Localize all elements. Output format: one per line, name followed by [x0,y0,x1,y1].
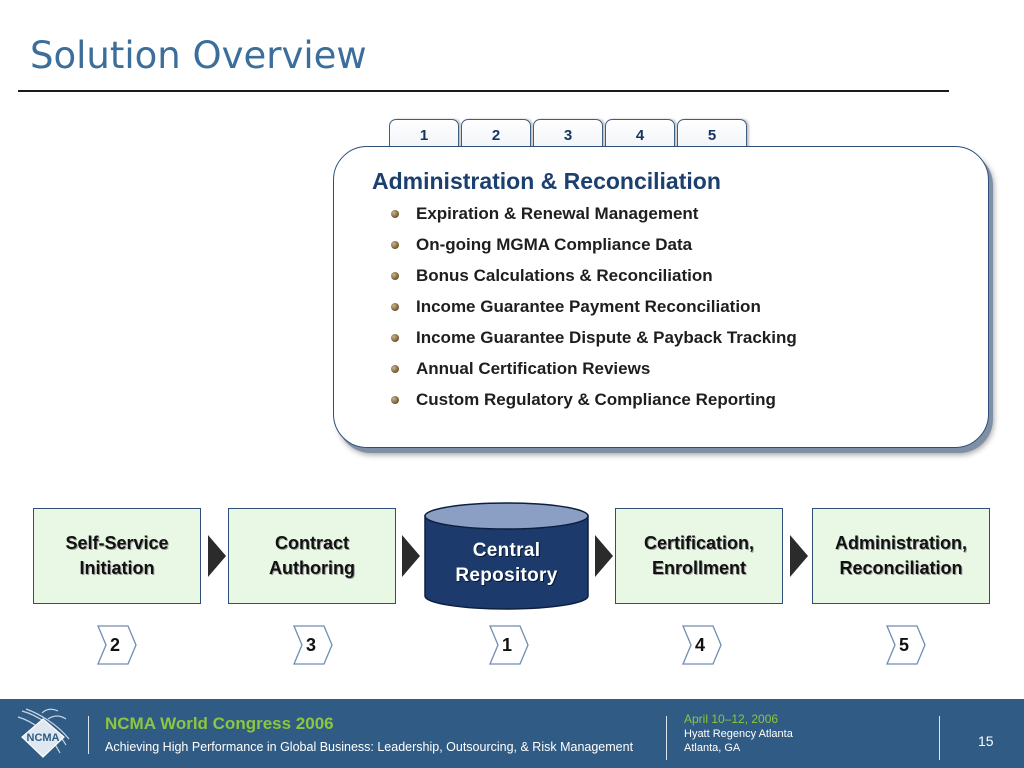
list-item: Income Guarantee Payment Reconciliation [390,295,797,326]
detail-panel [333,146,989,448]
box-label-line: Central [472,540,541,561]
certification-enrollment-box[interactable]: Certification, Enrollment [615,508,783,604]
bullet-text: Expiration & Renewal Management [416,204,699,223]
event-title: NCMA World Congress 2006 [105,714,334,733]
footer-divider [88,716,89,754]
tab-2[interactable]: 2 [461,119,531,149]
bullet-text: Income Guarantee Payment Reconciliation [416,297,761,316]
contract-authoring-box[interactable]: Contract Authoring [228,508,396,604]
bullet-icon [391,334,399,342]
ncma-logo-icon: NCMA [17,708,70,758]
step-number-badge[interactable]: 3 [293,625,333,665]
step-number: 5 [898,635,909,655]
chevron-icon [682,625,722,665]
footer-divider [939,716,940,760]
box-label-line: Contract [274,533,349,553]
chevron-icon [489,625,529,665]
box-label-line: Repository [455,565,558,586]
step-number-badge[interactable]: 5 [886,625,926,665]
bullet-icon [391,272,399,280]
svg-text:NCMA: NCMA [27,732,60,744]
step-number-badge[interactable]: 2 [97,625,137,665]
panel-heading: Administration & Reconciliation [372,168,721,194]
bullet-icon [391,303,399,311]
bullet-icon [391,210,399,218]
tab-1[interactable]: 1 [389,119,459,149]
box-label-line: Self-Service [65,533,169,553]
title-divider [18,90,949,92]
flow-arrow-icon [208,535,226,577]
event-date: April 10–12, 2006 [684,712,779,726]
box-label-line: Enrollment [651,558,746,578]
tab-3[interactable]: 3 [533,119,603,149]
step-number: 1 [501,635,512,655]
tab-4[interactable]: 4 [605,119,675,149]
chevron-icon [886,625,926,665]
box-label-line: Certification, [643,533,754,553]
central-repository-label: Central Repository [424,538,589,588]
flow-arrow-icon [402,535,420,577]
bullet-list: Expiration & Renewal Management On-going… [390,202,797,419]
event-venue: Hyatt Regency Atlanta [684,728,793,740]
slide-title: Solution Overview [30,34,367,77]
list-item: Custom Regulatory & Compliance Reporting [390,388,797,419]
bullet-text: On-going MGMA Compliance Data [416,235,693,254]
bullet-icon [391,396,399,404]
footer-divider [666,716,667,760]
list-item: Bonus Calculations & Reconciliation [390,264,797,295]
bullet-icon [391,365,399,373]
flow-arrow-icon [790,535,808,577]
list-item: On-going MGMA Compliance Data [390,233,797,264]
list-item: Annual Certification Reviews [390,357,797,388]
step-number: 2 [109,635,120,655]
box-label-line: Initiation [79,558,155,578]
bullet-icon [391,241,399,249]
chevron-icon [293,625,333,665]
bullet-text: Bonus Calculations & Reconciliation [416,266,713,285]
event-subtitle: Achieving High Performance in Global Bus… [105,740,634,754]
bullet-text: Custom Regulatory & Compliance Reporting [416,390,776,409]
footer-bar [0,699,1024,768]
bullet-text: Income Guarantee Dispute & Payback Track… [416,328,797,347]
self-service-initiation-box[interactable]: Self-Service Initiation [33,508,201,604]
database-cylinder-icon[interactable] [424,502,589,610]
step-number-badge[interactable]: 4 [682,625,722,665]
chevron-icon [97,625,137,665]
list-item: Expiration & Renewal Management [390,202,797,233]
bullet-text: Annual Certification Reviews [416,359,651,378]
box-label-line: Reconciliation [839,558,963,578]
box-label-line: Authoring [269,558,355,578]
list-item: Income Guarantee Dispute & Payback Track… [390,326,797,357]
page-number: 15 [978,733,994,749]
flow-arrow-icon [595,535,613,577]
tab-5[interactable]: 5 [677,119,747,149]
step-number: 4 [694,635,705,655]
administration-reconciliation-box[interactable]: Administration, Reconciliation [812,508,990,604]
step-number-badge[interactable]: 1 [489,625,529,665]
step-number: 3 [305,635,316,655]
box-label-line: Administration, [834,533,967,553]
event-city: Atlanta, GA [684,742,741,754]
